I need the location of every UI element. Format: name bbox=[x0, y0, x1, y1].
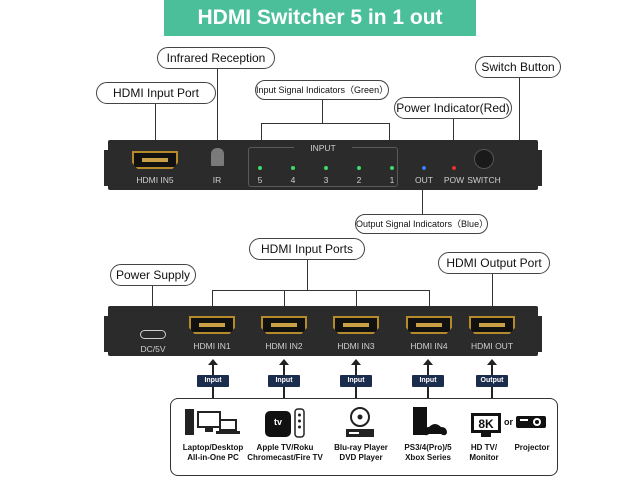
connector-line bbox=[212, 290, 213, 316]
callout-hdmi-input-port: HDMI Input Port bbox=[96, 82, 216, 104]
callout-output-indicators: Output Signal Indicators（Blue） bbox=[355, 214, 488, 234]
rear-panel: DC/5V HDMI IN1 HDMI IN2 HDMI IN3 HDMI IN… bbox=[108, 306, 538, 356]
device-fin bbox=[104, 316, 108, 352]
connector-line bbox=[155, 104, 156, 146]
connector-line bbox=[261, 123, 262, 141]
input-number-3: 3 bbox=[323, 175, 329, 185]
signal-tag: Input bbox=[197, 375, 229, 387]
disc-player-icon bbox=[346, 407, 374, 437]
connector-line bbox=[519, 78, 520, 156]
switch-label: SWITCH bbox=[467, 175, 501, 185]
port-label: HDMI IN3 bbox=[337, 341, 375, 351]
out-label: OUT bbox=[415, 175, 433, 185]
signal-tag: Output bbox=[476, 375, 508, 387]
or-label: or bbox=[504, 417, 513, 427]
device-fin bbox=[538, 150, 542, 186]
hdmi-in1-port bbox=[189, 316, 235, 334]
tv-badge: 8K bbox=[478, 417, 494, 431]
apple-tv-icon bbox=[265, 408, 305, 438]
callout-hdmi-input-ports: HDMI Input Ports bbox=[249, 238, 365, 260]
device-fin bbox=[104, 150, 108, 186]
input-led-4 bbox=[291, 166, 295, 170]
power-led bbox=[452, 166, 456, 170]
signal-tag: Input bbox=[268, 375, 300, 387]
port-label: HDMI IN4 bbox=[410, 341, 448, 351]
hdmi-in3-port bbox=[333, 316, 379, 334]
port-label: HDMI OUT bbox=[470, 341, 514, 351]
connector-line bbox=[307, 260, 308, 290]
callout-infrared: Infrared Reception bbox=[157, 47, 275, 69]
input-number-1: 1 bbox=[389, 175, 395, 185]
connector-line bbox=[217, 69, 218, 145]
connector-line bbox=[284, 290, 285, 316]
hdmi-in5-port bbox=[132, 151, 178, 169]
hdmi-in2-port bbox=[261, 316, 307, 334]
connector-line bbox=[261, 123, 390, 124]
computer-icon bbox=[185, 409, 240, 435]
port-label: HDMI IN2 bbox=[265, 341, 303, 351]
dc-label: DC/5V bbox=[140, 344, 166, 354]
dc-jack bbox=[140, 330, 166, 339]
callout-power-indicator: Power Indicator(Red) bbox=[394, 97, 512, 119]
front-panel: HDMI IN5 IR INPUT 5 4 3 2 1 OUT POW SWIT… bbox=[108, 140, 538, 190]
source-label: HD TV/Monitor bbox=[469, 443, 499, 462]
input-group-label: INPUT bbox=[294, 143, 352, 153]
projector-label: Projector bbox=[514, 443, 550, 452]
pow-label: POW bbox=[443, 175, 465, 185]
connector-line bbox=[212, 290, 430, 291]
input-led-5 bbox=[258, 166, 262, 170]
device-fin bbox=[538, 316, 542, 352]
connector-line bbox=[356, 290, 357, 316]
callout-power-supply: Power Supply bbox=[110, 264, 196, 286]
connector-line bbox=[422, 182, 423, 214]
input-number-2: 2 bbox=[356, 175, 362, 185]
ir-sensor bbox=[211, 148, 224, 166]
connector-line bbox=[322, 100, 323, 123]
input-led-2 bbox=[357, 166, 361, 170]
callout-switch-button: Switch Button bbox=[475, 56, 561, 78]
port-label: HDMI IN1 bbox=[193, 341, 231, 351]
game-console-icon bbox=[413, 407, 447, 436]
hdmi-out-port bbox=[469, 316, 515, 334]
hdmi-in4-port bbox=[406, 316, 452, 334]
signal-tag: Input bbox=[412, 375, 444, 387]
ir-label: IR bbox=[212, 175, 222, 185]
input-number-4: 4 bbox=[290, 175, 296, 185]
input-led-1 bbox=[390, 166, 394, 170]
tv-icon bbox=[471, 413, 501, 433]
apple-tv-badge: tv bbox=[273, 417, 282, 427]
projector-icon bbox=[516, 416, 546, 428]
connector-line bbox=[389, 123, 390, 141]
input-number-5: 5 bbox=[257, 175, 263, 185]
output-led bbox=[422, 166, 426, 170]
switch-button[interactable] bbox=[474, 149, 494, 169]
signal-tag: Input bbox=[340, 375, 372, 387]
banner-title: HDMI Switcher 5 in 1 out bbox=[164, 0, 476, 36]
callout-input-indicators: Input Signal Indicators（Green） bbox=[255, 80, 389, 100]
connector-line bbox=[492, 274, 493, 316]
callout-hdmi-output-port: HDMI Output Port bbox=[438, 252, 550, 274]
input-led-3 bbox=[324, 166, 328, 170]
tv-stand bbox=[481, 433, 491, 437]
connector-line bbox=[429, 290, 430, 316]
port-label: HDMI IN5 bbox=[136, 175, 174, 185]
